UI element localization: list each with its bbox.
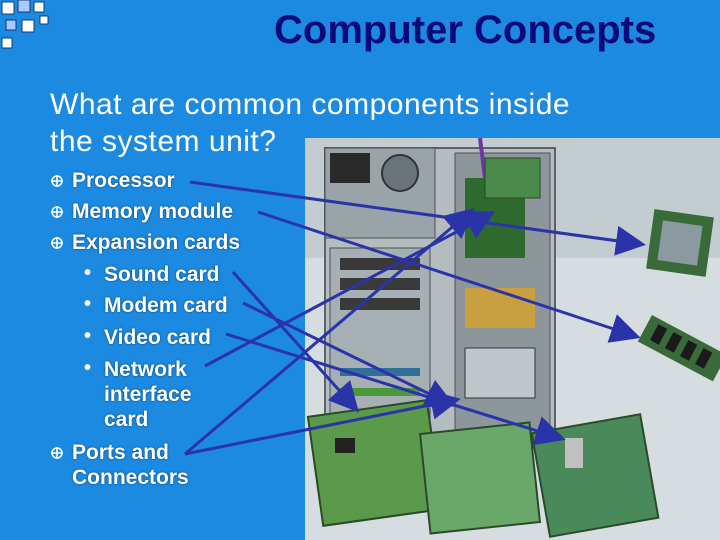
bullet-processor: Processor xyxy=(72,169,175,192)
slide-question: What are common components inside the sy… xyxy=(50,86,670,160)
bullet-memory-module: Memory module xyxy=(72,200,234,223)
slide-title: Computer Concepts xyxy=(274,8,657,52)
bullet-marker-icon xyxy=(51,206,63,218)
bullet-expansion-cards: Expansion cards xyxy=(72,231,241,254)
bullet-marker-icon xyxy=(51,447,63,459)
question-line-2: the system unit? xyxy=(50,125,277,158)
corner-squares-decoration xyxy=(1,0,49,49)
bullet-marker-icon xyxy=(51,175,63,187)
sub-bullet-network-line-2: interface xyxy=(104,383,192,406)
bullet-list: Processor Memory module Expansion cards … xyxy=(0,0,305,540)
memory-module-image xyxy=(637,315,720,382)
sub-bullet-dot-icon: • xyxy=(84,325,92,347)
sub-bullet-network-line-3: card xyxy=(104,408,149,431)
sub-bullet-dot-icon: • xyxy=(84,293,92,315)
bullet-marker-icon xyxy=(51,237,63,249)
sub-bullet-modem-card: Modem card xyxy=(104,294,228,317)
bullet-ports-line-2: Connectors xyxy=(72,466,189,489)
sub-bullet-dot-icon: • xyxy=(84,357,92,379)
sub-bullet-sound-card: Sound card xyxy=(104,263,220,286)
sub-bullet-video-card: Video card xyxy=(104,326,211,349)
sub-bullet-network-line-1: Network xyxy=(104,358,187,381)
processor-chip-image xyxy=(646,209,714,277)
question-line-1: What are common components inside xyxy=(50,88,571,121)
bullet-ports-line-1: Ports and xyxy=(72,441,169,464)
sub-bullet-dot-icon: • xyxy=(84,262,92,284)
system-unit-illustration xyxy=(305,138,720,540)
